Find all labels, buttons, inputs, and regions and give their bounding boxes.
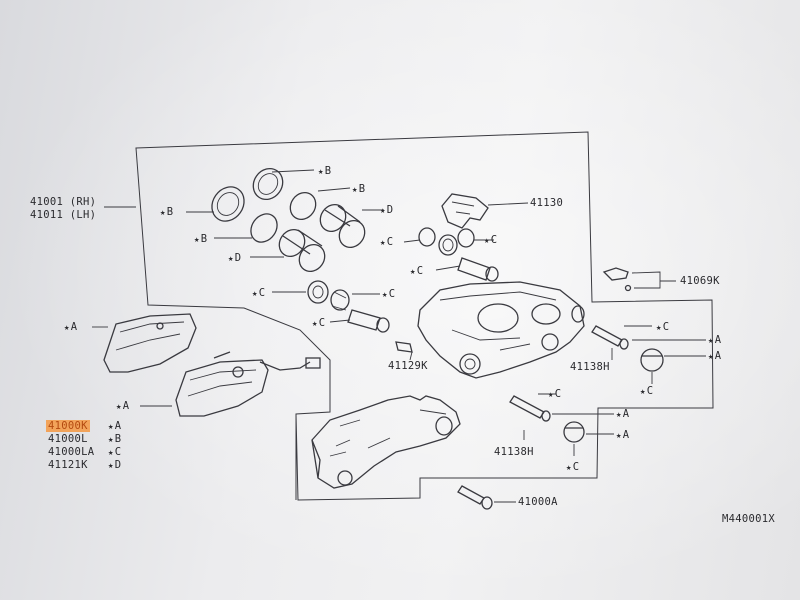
seal-ring	[289, 191, 317, 221]
callout-d: D	[380, 204, 393, 217]
seal-ring	[252, 167, 284, 201]
bushing	[438, 234, 458, 256]
callout-b: B	[160, 206, 173, 219]
callout-a: A	[64, 321, 77, 334]
legend-row[interactable]: 41000K A	[46, 420, 146, 433]
part-number-41129K: 41129K	[388, 360, 428, 372]
guide-pin	[457, 257, 499, 282]
dust-cap-lower	[563, 421, 585, 443]
legend-code[interactable]: 41121K	[48, 459, 88, 471]
callout-c: C	[382, 288, 395, 301]
callout-b: B	[194, 233, 207, 246]
legend-mark: B	[108, 433, 121, 446]
part-number-41000A: 41000A	[518, 496, 558, 508]
callout-c: C	[566, 461, 579, 474]
brake-pad-1	[103, 313, 197, 373]
legend-code[interactable]: 41000L	[48, 433, 88, 445]
callout-b: B	[352, 183, 365, 196]
legend-mark: C	[108, 446, 121, 459]
boot-seal	[307, 280, 329, 304]
callout-c: C	[548, 388, 561, 401]
slide-pin-lower	[509, 395, 551, 422]
part-number-41130: 41130	[530, 197, 564, 209]
kit-frame-outline	[135, 131, 714, 501]
sensor-clip-41069K	[602, 267, 632, 292]
kit-legend: 41000K A 41000L B 41000LA C 41121K D	[46, 420, 146, 472]
callout-c: C	[656, 321, 669, 334]
callout-a: A	[116, 400, 129, 413]
dust-cap-upper	[640, 348, 664, 372]
piston	[278, 228, 326, 273]
caliper-body	[417, 281, 585, 379]
legend-code[interactable]: 41000LA	[48, 446, 95, 458]
bushing	[418, 227, 436, 247]
callout-c: C	[312, 317, 325, 330]
bushing	[457, 228, 475, 248]
bleeder-screw	[395, 341, 413, 353]
callout-a: A	[616, 429, 629, 442]
boot-seal	[330, 289, 350, 311]
callout-c: C	[640, 385, 653, 398]
guide-pin-2	[347, 309, 390, 333]
seal-ring	[250, 213, 278, 243]
brake-pad-2	[175, 351, 321, 417]
piston	[319, 203, 366, 249]
callout-c: C	[380, 236, 393, 249]
callout-a: A	[616, 408, 629, 421]
assembly-label-rh: 41001 (RH)	[30, 196, 97, 208]
assembly-label-lh: 41011 (LH)	[30, 209, 97, 221]
caliper-bracket-41130	[441, 193, 489, 229]
legend-mark: D	[108, 459, 121, 472]
bolt-41000A	[457, 485, 493, 510]
legend-row[interactable]: 41000L B	[46, 433, 146, 446]
slide-pin-upper	[591, 325, 629, 350]
part-number-41069K: 41069K	[680, 275, 720, 287]
torque-member	[311, 395, 461, 489]
callout-b: B	[318, 165, 331, 178]
part-number-41138H-upper: 41138H	[570, 361, 610, 373]
legend-row[interactable]: 41000LA C	[46, 446, 146, 459]
callout-a: A	[708, 334, 721, 347]
legend-row[interactable]: 41121K D	[46, 459, 146, 472]
diagram-id: M440001X	[722, 513, 775, 525]
callout-c: C	[252, 287, 265, 300]
legend-code-highlighted[interactable]: 41000K	[46, 420, 90, 432]
callout-c: C	[410, 265, 423, 278]
callout-c: C	[484, 234, 497, 247]
callout-d: D	[228, 252, 241, 265]
seal-ring	[211, 186, 245, 222]
part-number-41138H-lower: 41138H	[494, 446, 534, 458]
callout-a: A	[708, 350, 721, 363]
legend-mark: A	[108, 420, 121, 433]
